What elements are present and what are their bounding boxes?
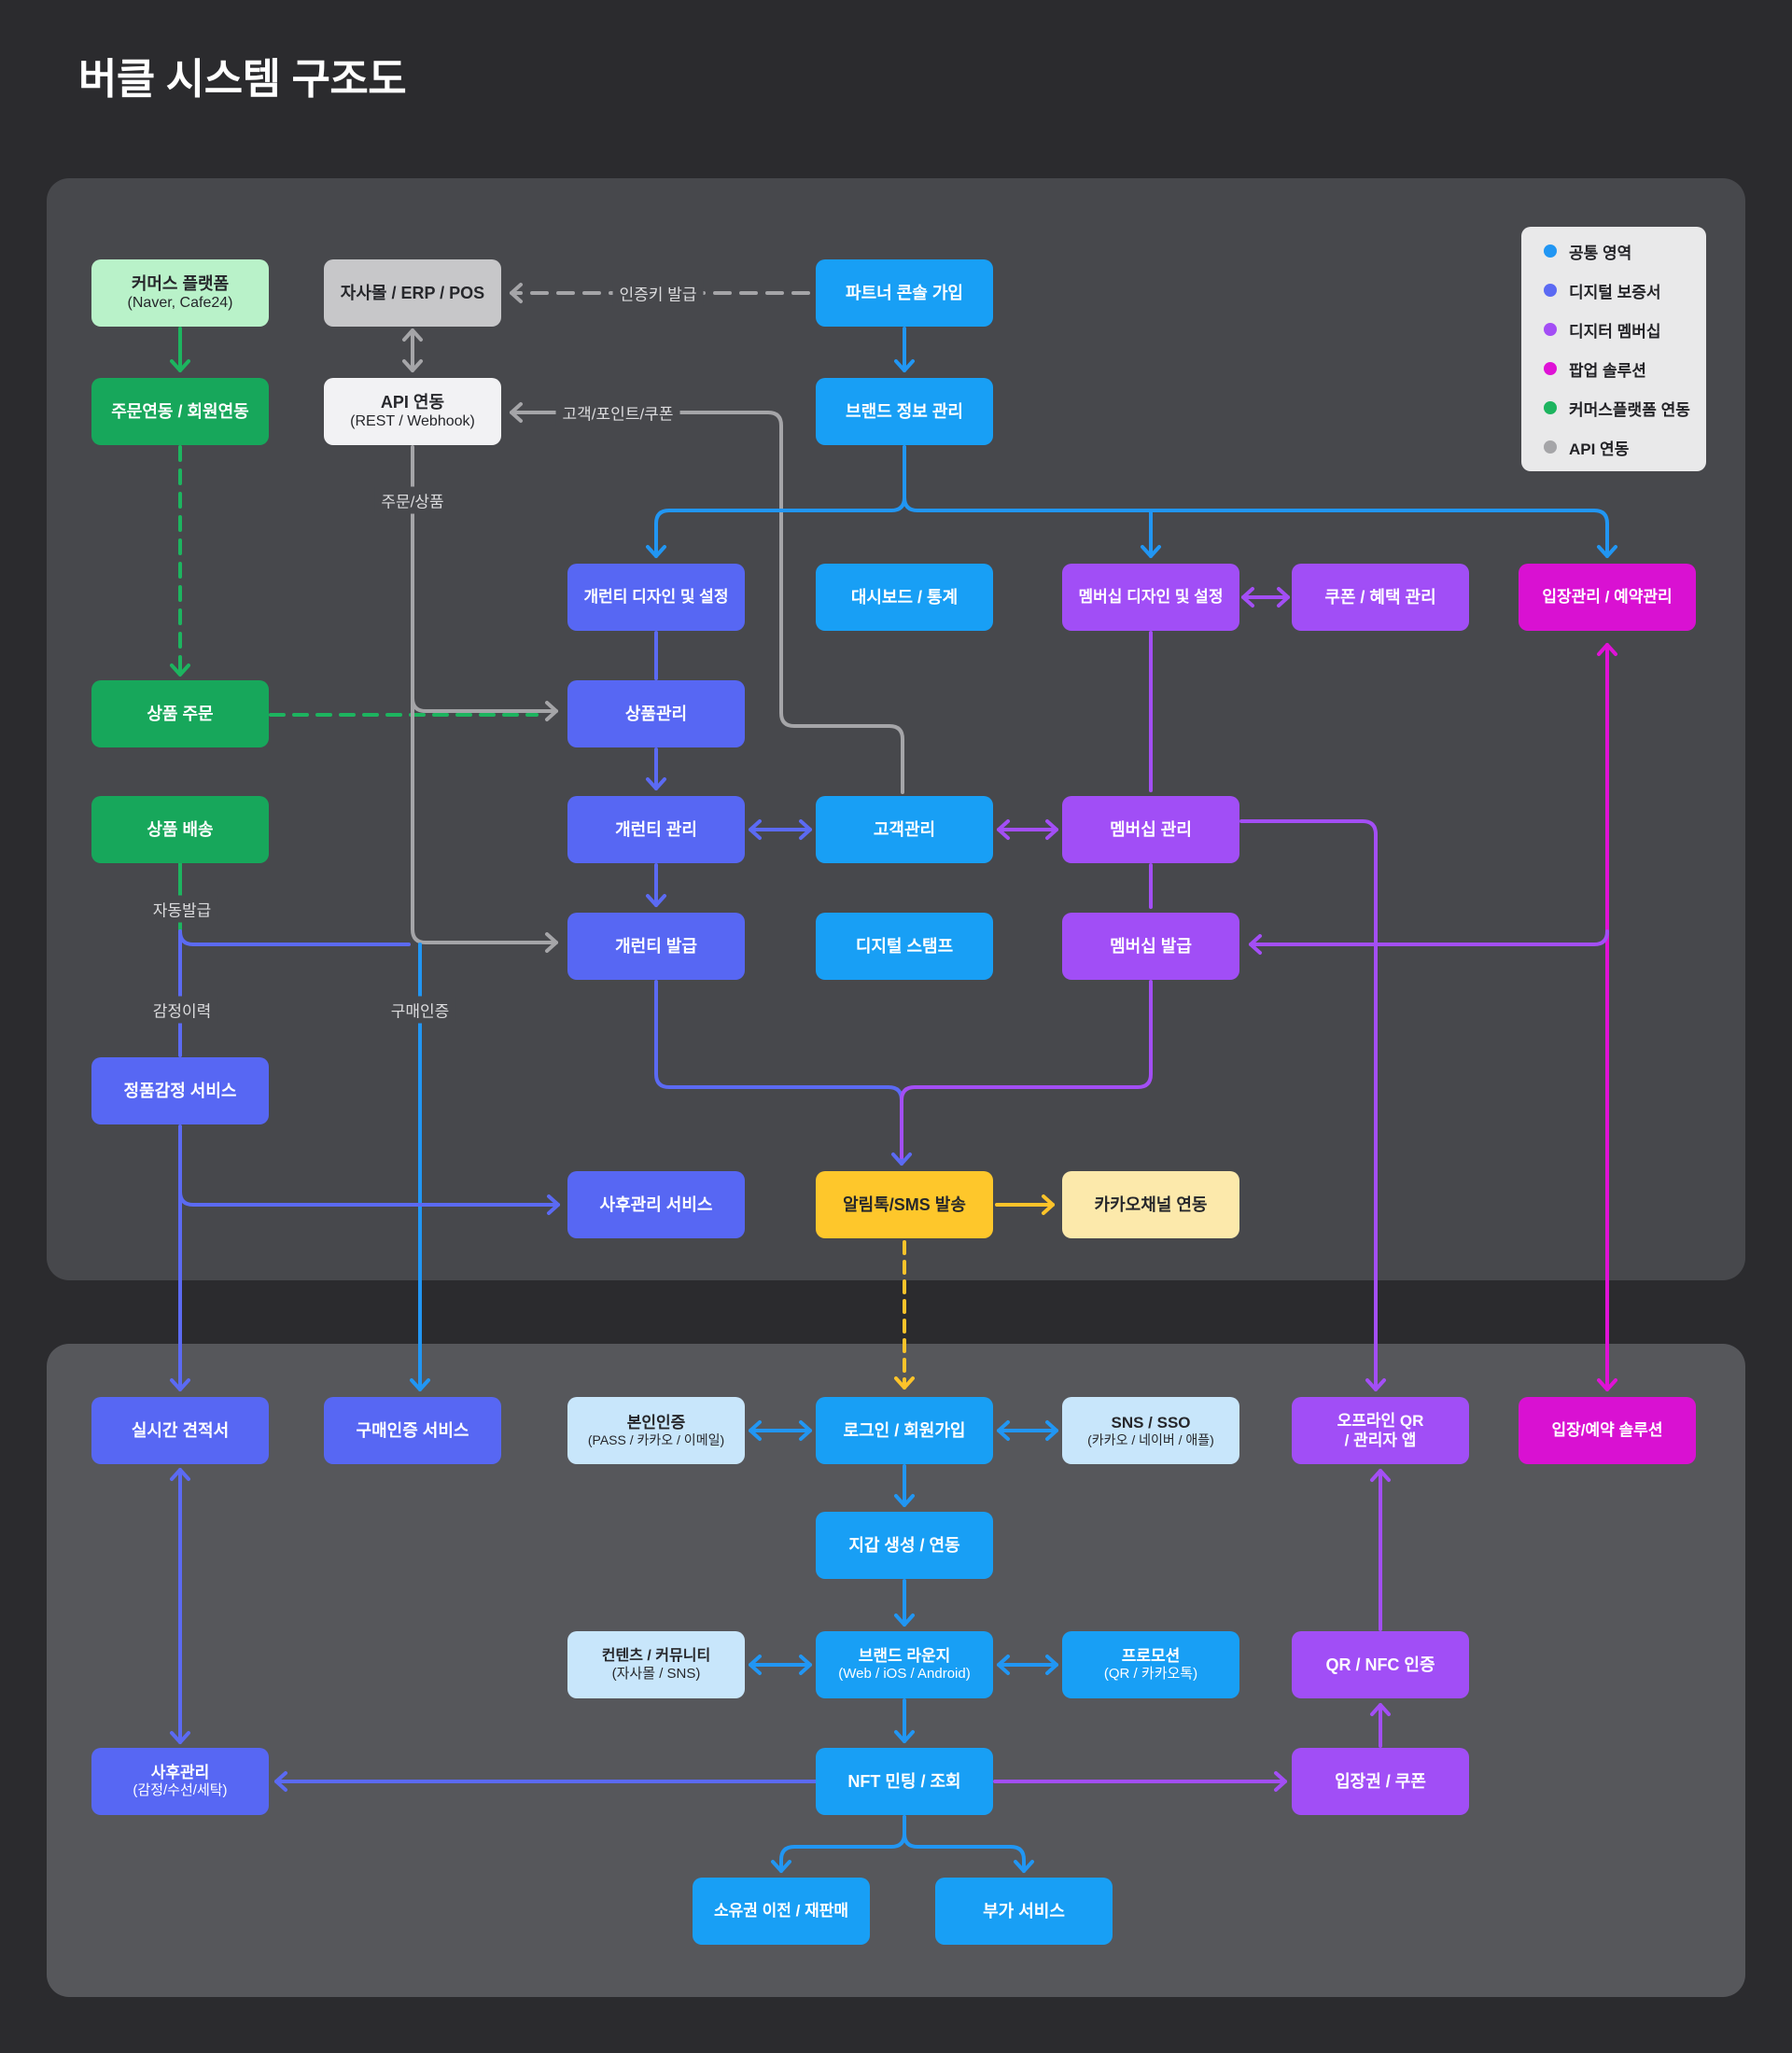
label-appraisal-history: 감정이력	[146, 996, 218, 1024]
legend-dot-icon	[1544, 362, 1557, 375]
legend-item-2: 디지터 멤버십	[1544, 318, 1706, 342]
node-promotion: 프로모션(QR / 카카오톡)	[1062, 1631, 1239, 1698]
node-kakao-channel: 카카오채널 연동	[1062, 1171, 1239, 1238]
legend-item-3: 팝업 솔루션	[1544, 357, 1706, 381]
node-commerce-platform: 커머스 플랫폼(Naver, Cafe24)	[91, 259, 269, 327]
node-order-member-sync: 주문연동 / 회원연동	[91, 378, 269, 445]
node-realtime-quote: 실시간 견적서	[91, 1397, 269, 1464]
node-login-signup: 로그인 / 회원가입	[816, 1397, 993, 1464]
label-auto-issue: 자동발급	[146, 895, 218, 923]
node-membership-mgmt: 멤버십 관리	[1062, 796, 1239, 863]
node-self-auth: 본인인증(PASS / 카카오 / 이메일)	[567, 1397, 745, 1464]
edge-nft-to-extrasvc	[903, 1815, 1034, 1873]
legend-item-0: 공통 영역	[1544, 240, 1706, 263]
node-brand-lounge: 브랜드 라운지(Web / iOS / Android)	[816, 1631, 993, 1698]
node-membership-issue: 멤버십 발급	[1062, 913, 1239, 980]
node-purchase-verify-service: 구매인증 서비스	[324, 1397, 501, 1464]
label-order-product: 주문/상품	[374, 486, 451, 514]
edge-custmgmt-to-api	[510, 402, 904, 794]
legend-dot-icon	[1544, 440, 1557, 454]
node-authenticity-service: 정품감정 서비스	[91, 1057, 269, 1124]
node-product-mgmt: 상품관리	[567, 680, 745, 747]
label-customer-point-coupon: 고객/포인트/쿠폰	[555, 398, 680, 426]
node-entry-reserve-solution: 입장/예약 솔루션	[1519, 1397, 1696, 1464]
node-ownership-resale: 소유권 이전 / 재판매	[693, 1878, 870, 1945]
legend-dot-icon	[1544, 244, 1557, 258]
edge-mmgmt-to-offlineqr	[1239, 819, 1386, 1391]
edge-entrance-to-missue	[1249, 929, 1609, 955]
node-extra-service: 부가 서비스	[935, 1878, 1113, 1945]
node-customer-mgmt: 고객관리	[816, 796, 993, 863]
node-membership-design: 멤버십 디자인 및 설정	[1062, 564, 1239, 631]
node-own-mall-erp-pos: 자사몰 / ERP / POS	[324, 259, 501, 327]
node-ticket-coupon: 입장권 / 쿠폰	[1292, 1748, 1469, 1815]
node-qr-nfc-auth: QR / NFC 인증	[1292, 1631, 1469, 1698]
node-partner-console-join: 파트너 콘솔 가입	[816, 259, 993, 327]
legend-item-4: 커머스플랫폼 연동	[1544, 397, 1706, 420]
edge-api-to-gissue	[411, 651, 558, 953]
edge-missue-to-alimtalk	[900, 980, 1153, 1159]
legend-dot-icon	[1544, 284, 1557, 297]
edge-nft-to-ownership	[771, 1815, 906, 1873]
node-digital-stamp: 디지털 스탬프	[816, 913, 993, 980]
node-dashboard-stats: 대시보드 / 통계	[816, 564, 993, 631]
node-offline-qr-admin-app: 오프라인 QR/ 관리자 앱	[1292, 1397, 1469, 1464]
node-guaranty-issue: 개런티 발급	[567, 913, 745, 980]
node-guaranty-mgmt: 개런티 관리	[567, 796, 745, 863]
edge-gissue-to-alimtalk	[654, 980, 912, 1166]
node-product-delivery: 상품 배송	[91, 796, 269, 863]
legend-dot-icon	[1544, 401, 1557, 414]
node-nft-minting: NFT 민팅 / 조회	[816, 1748, 993, 1815]
node-coupon-benefit-mgmt: 쿠폰 / 혜택 관리	[1292, 564, 1469, 631]
legend-dot-icon	[1544, 323, 1557, 336]
node-sns-sso: SNS / SSO(카카오 / 네이버 / 애플)	[1062, 1397, 1239, 1464]
node-brand-info-mgmt: 브랜드 정보 관리	[816, 378, 993, 445]
edge-autojunction-to-gissue	[178, 929, 411, 946]
node-aftercare-service: 사후관리 서비스	[567, 1171, 745, 1238]
node-alimtalk-sms: 알림톡/SMS 발송	[816, 1171, 993, 1238]
page-title: 버클 시스템 구조도	[78, 55, 407, 103]
node-guaranty-design: 개런티 디자인 및 설정	[567, 564, 745, 631]
node-entrance-reserve-mgmt: 입장관리 / 예약관리	[1519, 564, 1696, 631]
node-product-order: 상품 주문	[91, 680, 269, 747]
edge-authenticity-to-aftersvc	[178, 1190, 560, 1215]
node-wallet-create-link: 지갑 생성 / 연동	[816, 1512, 993, 1579]
node-api-link: API 연동(REST / Webhook)	[324, 378, 501, 445]
label-purchase-verify: 구매인증	[384, 996, 456, 1024]
node-aftercare: 사후관리(감정/수선/세탁)	[91, 1748, 269, 1815]
node-contents-community: 컨텐츠 / 커뮤니티(자사몰 / SNS)	[567, 1631, 745, 1698]
legend-item-5: API 연동	[1544, 436, 1706, 459]
edge-brandinfo-branch-right	[903, 445, 1617, 558]
label-authkey-issue: 인증키 발급	[612, 279, 704, 307]
legend-item-1: 디지털 보증서	[1544, 279, 1706, 302]
